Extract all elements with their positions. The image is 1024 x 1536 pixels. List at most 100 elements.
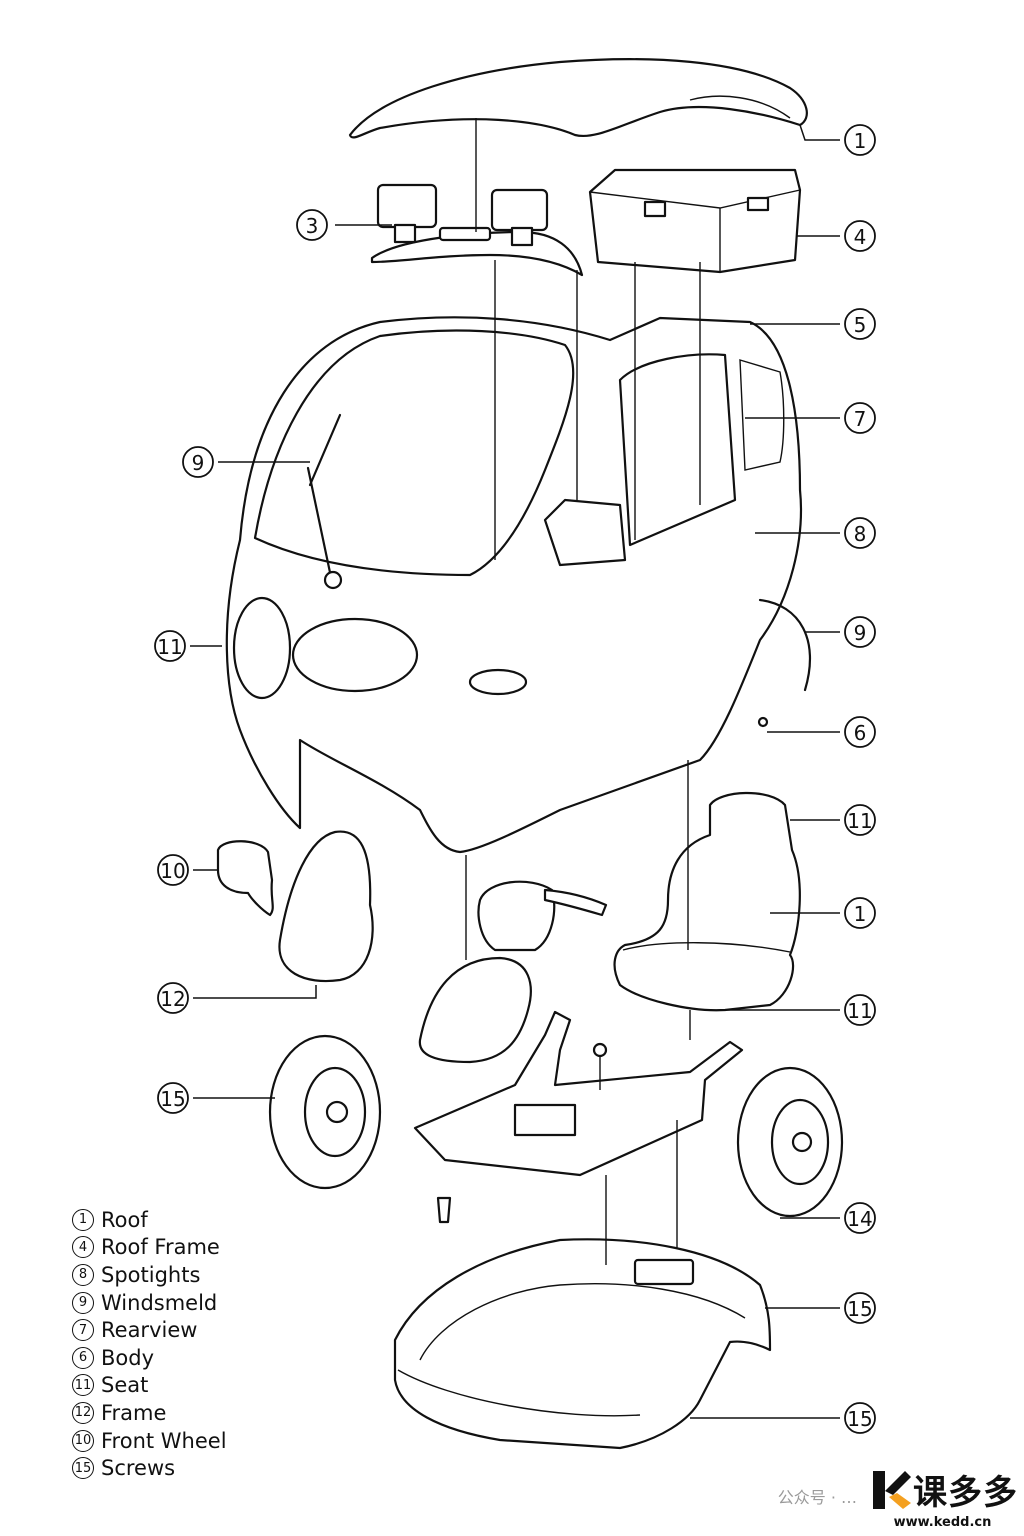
watermark-brand-name: 课多多 [913, 1473, 1018, 1513]
legend-number: 1 [72, 1208, 94, 1231]
watermark-account: 公众号 · … [777, 1488, 857, 1507]
watermark-url: www.kedd.cn [893, 1515, 992, 1530]
callout-circle [844, 517, 876, 549]
callout-c15b: 15 [844, 1292, 876, 1324]
side-mirror [216, 840, 274, 917]
callout-circle [844, 308, 876, 340]
guide-lines [465, 118, 701, 1265]
callout-c3: 3 [296, 209, 328, 241]
front-wheel [268, 1034, 382, 1190]
callout-c11c: 11 [844, 994, 876, 1026]
lower-tub [393, 1238, 772, 1450]
legend-number: 11 [72, 1374, 94, 1397]
callout-number: 6 [854, 721, 867, 745]
callout-c8: 8 [844, 517, 876, 549]
callout-number: 11 [847, 999, 872, 1023]
callout-c9a: 9 [182, 446, 214, 478]
legend-label: Body [101, 1345, 155, 1370]
callout-number: 9 [192, 451, 205, 475]
callout-c15c: 15 [844, 1402, 876, 1434]
legend-item: 6 Body [72, 1344, 332, 1372]
callout-circle [157, 1082, 189, 1114]
car-body [225, 316, 812, 854]
callout-circle [182, 446, 214, 478]
callout-circle [844, 1202, 876, 1234]
callout-number: 12 [160, 987, 185, 1011]
callout-number: 15 [160, 1087, 185, 1111]
callout-number: 1 [854, 902, 867, 926]
legend-number: 8 [72, 1263, 94, 1286]
callout-number: 15 [847, 1297, 872, 1321]
legend-item: 10 Front Wheel [72, 1427, 332, 1455]
legend-number: 6 [72, 1346, 94, 1369]
callout-circle [844, 716, 876, 748]
legend-number: 12 [72, 1401, 94, 1424]
callout-c1: 1 [844, 124, 876, 156]
legend-item: 12 Frame [72, 1399, 332, 1427]
chassis-frame [413, 1010, 744, 1177]
legend-label: Roof [101, 1207, 148, 1232]
callout-c10: 10 [157, 854, 189, 886]
k-logo-icon [873, 1470, 911, 1509]
callout-circle [157, 854, 189, 886]
callout-c7: 7 [844, 402, 876, 434]
callout-number: 7 [854, 407, 867, 431]
headrest-part [418, 880, 608, 1064]
callout-c11a: 11 [154, 630, 186, 662]
callout-circle [844, 124, 876, 156]
callout-circle [844, 220, 876, 252]
watermark: 公众号 · … 课多多 www.kedd.cn [778, 1465, 1018, 1530]
spotlight-assembly [370, 183, 584, 277]
legend-number: 4 [72, 1236, 94, 1259]
callout-circle [844, 804, 876, 836]
callout-number: 1 [854, 129, 867, 153]
callout-c12: 12 [157, 982, 189, 1014]
legend-label: Frame [101, 1400, 167, 1425]
callout-c15a: 15 [157, 1082, 189, 1114]
callout-circle [844, 402, 876, 434]
callout-circle [844, 616, 876, 648]
legend-label: Roof Frame [101, 1235, 220, 1260]
legend-label: Screws [101, 1456, 176, 1481]
legend-label: Rearview [101, 1318, 198, 1343]
legend-item: 4 Roof Frame [72, 1234, 332, 1262]
callout-c1b: 1 [844, 897, 876, 929]
legend-number: 7 [72, 1319, 94, 1342]
callout-number: 5 [854, 313, 867, 337]
roof-part [348, 58, 808, 139]
callout-number: 14 [847, 1207, 872, 1231]
legend-label: Seat [101, 1373, 149, 1398]
watermark-logo-row: 课多多 [867, 1465, 1018, 1514]
callout-circle [157, 982, 189, 1014]
callout-c14: 14 [844, 1202, 876, 1234]
callout-number: 9 [854, 621, 867, 645]
callout-c4: 4 [844, 220, 876, 252]
callout-c9b: 9 [844, 616, 876, 648]
seat-cushion [278, 830, 374, 983]
watermark-brand: 课多多 www.kedd.cn [867, 1465, 1018, 1530]
leader-lines [190, 124, 840, 1419]
callout-number: 4 [854, 225, 867, 249]
rear-wheel [736, 1066, 844, 1218]
legend-item: 11 Seat [72, 1372, 332, 1400]
legend-number: 10 [72, 1429, 94, 1452]
callout-number: 8 [854, 522, 867, 546]
callout-number: 15 [847, 1407, 872, 1431]
callout-circle [844, 1292, 876, 1324]
callout-c11b: 11 [844, 804, 876, 836]
legend-label: Front Wheel [101, 1428, 227, 1453]
roof-frame-box [588, 168, 802, 274]
legend-item: 1 Roof [72, 1206, 332, 1234]
legend-item: 15 Screws [72, 1454, 332, 1482]
legend-label: Windsmeld [101, 1290, 218, 1315]
callout-circle [154, 630, 186, 662]
callout-circle [844, 897, 876, 929]
legend-number: 15 [72, 1457, 94, 1480]
legend-item: 7 Rearview [72, 1316, 332, 1344]
callout-number: 3 [306, 214, 319, 238]
